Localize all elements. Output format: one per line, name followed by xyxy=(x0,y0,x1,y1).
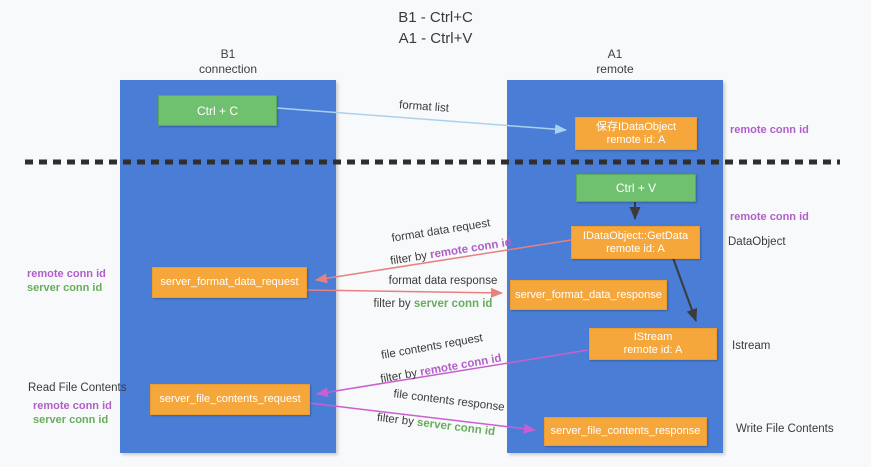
node-istream-line1: IStream xyxy=(633,331,673,343)
filter-remote-conn-id: remote conn id xyxy=(429,236,513,262)
node-save-idataobject-line2: remote id: A xyxy=(606,133,666,146)
label-left-file-server-conn-id: server conn id xyxy=(33,414,109,426)
node-idataobject-getdata: IDataObject::GetData remote id: A xyxy=(571,226,700,259)
label-filter-by-server-2: filter by server conn id xyxy=(376,412,495,438)
label-format-data-request: format data request xyxy=(390,217,492,245)
node-server-file-contents-response: server_file_contents_response xyxy=(544,417,707,446)
node-ctrl-c-label: Ctrl + C xyxy=(196,103,238,118)
lane-a1-subtitle: remote xyxy=(596,62,634,76)
node-idataobject-getdata-line1: IDataObject::GetData xyxy=(582,229,689,242)
filter-server-conn-id: server conn id xyxy=(413,298,493,310)
lane-header-a1: A1 remote xyxy=(507,47,723,77)
node-server-file-contents-response-label: server_file_contents_response xyxy=(550,425,701,437)
diagram-title: B1 - Ctrl+C A1 - Ctrl+V xyxy=(0,7,871,49)
label-remote-conn-id-top-right: remote conn id xyxy=(730,124,809,136)
node-istream-line2: remote id: A xyxy=(623,344,683,356)
filter-by-prefix: filter by xyxy=(376,411,415,429)
node-server-format-data-request: server_format_data_request xyxy=(152,267,307,298)
title-line-1: B1 - Ctrl+C xyxy=(398,9,473,26)
node-save-idataobject: 保存IDataObject remote id: A xyxy=(575,117,697,150)
node-server-format-data-response: server_format_data_response xyxy=(510,280,667,310)
node-ctrl-v-label: Ctrl + V xyxy=(615,181,657,195)
lane-header-b1: B1 connection xyxy=(120,47,336,77)
label-filter-by-server-1: filter by server conn id xyxy=(374,298,493,310)
label-file-contents-response: file contents response xyxy=(392,388,506,414)
label-left-file-remote-conn-id: remote conn id xyxy=(33,400,112,412)
filter-by-prefix: filter by xyxy=(389,249,428,268)
label-remote-conn-id-mid-right: remote conn id xyxy=(730,211,809,223)
label-left-format-remote-conn-id: remote conn id xyxy=(27,268,106,280)
node-server-file-contents-request: server_file_contents_request xyxy=(150,384,310,415)
lane-b1-name: B1 xyxy=(220,47,236,61)
node-server-file-contents-request-label: server_file_contents_request xyxy=(159,393,301,405)
label-read-file-contents: Read File Contents xyxy=(28,382,127,394)
filter-by-prefix: filter by xyxy=(379,367,419,386)
node-idataobject-getdata-line2: remote id: A xyxy=(606,242,665,255)
node-ctrl-v: Ctrl + V xyxy=(576,174,696,202)
node-server-format-data-response-label: server_format_data_response xyxy=(515,288,662,301)
filter-server-conn-id: server conn id xyxy=(416,416,496,439)
label-format-data-response: format data response xyxy=(388,275,498,287)
label-left-format-server-conn-id: server conn id xyxy=(27,282,103,294)
label-dataobject: DataObject xyxy=(728,236,786,248)
lane-b1-subtitle: connection xyxy=(198,62,258,76)
label-istream: Istream xyxy=(732,340,771,352)
node-server-format-data-request-label: server_format_data_request xyxy=(160,276,299,288)
node-istream: IStream remote id: A xyxy=(589,328,717,360)
filter-by-prefix: filter by xyxy=(373,298,411,310)
label-format-list: format list xyxy=(398,99,450,115)
filter-remote-conn-id: remote conn id xyxy=(419,352,503,379)
title-line-2: A1 - Ctrl+V xyxy=(398,30,473,47)
node-ctrl-c: Ctrl + C xyxy=(158,95,277,126)
lane-a1-name: A1 xyxy=(607,47,623,61)
label-write-file-contents: Write File Contents xyxy=(736,423,834,435)
node-save-idataobject-line1: 保存IDataObject xyxy=(595,120,677,133)
